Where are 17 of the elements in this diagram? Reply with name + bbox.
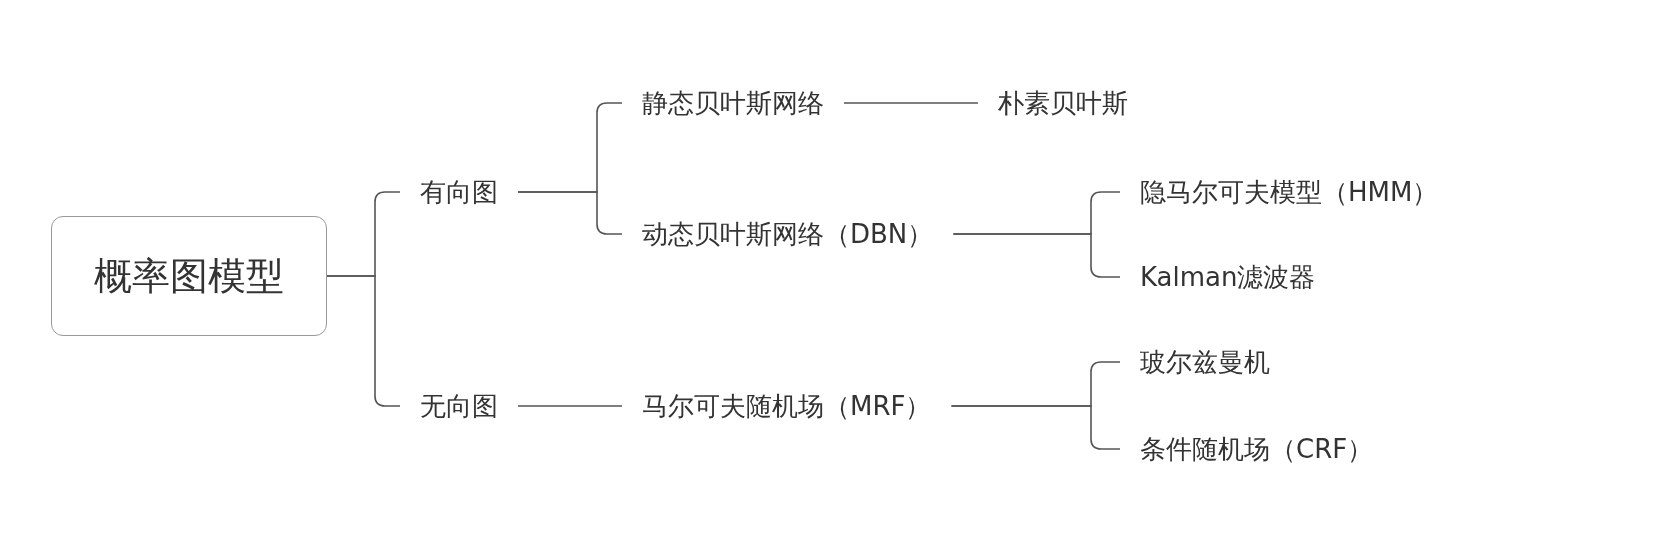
branch-label: 隐马尔可夫模型（HMM） — [1140, 176, 1439, 208]
connector-line — [517, 191, 623, 235]
connector-line — [843, 102, 979, 104]
branch-label: Kalman滤波器 — [1140, 261, 1316, 293]
branch-label: 有向图 — [420, 176, 498, 208]
branch-label: 玻尔兹曼机 — [1140, 346, 1270, 378]
branch-label: 无向图 — [420, 390, 498, 422]
branch-label: 动态贝叶斯网络（DBN） — [642, 218, 934, 250]
connector-line — [517, 405, 623, 407]
branch-label: 静态贝叶斯网络 — [642, 87, 824, 119]
connector-line — [950, 405, 1121, 450]
branch-label: 条件随机场（CRF） — [1140, 433, 1374, 465]
branch-label: 朴素贝叶斯 — [998, 87, 1128, 119]
connector-line — [326, 275, 401, 407]
topic-box — [51, 216, 327, 336]
connector-line — [952, 233, 1121, 278]
branch-label: 马尔可夫随机场（MRF） — [642, 390, 932, 422]
